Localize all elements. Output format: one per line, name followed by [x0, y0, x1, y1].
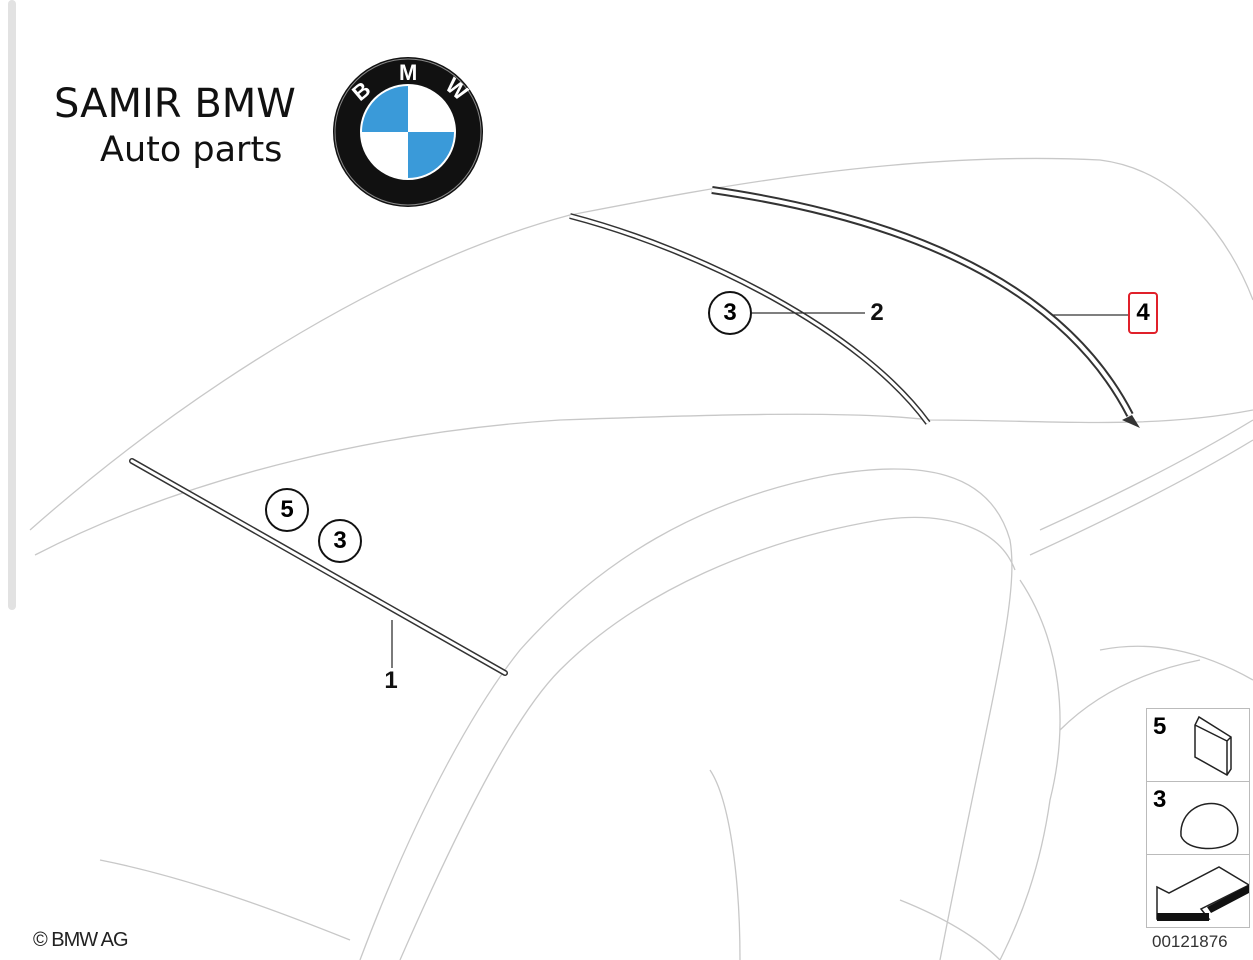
- brand-title: SAMIR BMW Auto parts: [54, 80, 296, 172]
- arrow-icon: [1156, 866, 1249, 921]
- callout-circled-3-bottom[interactable]: 3: [318, 519, 362, 563]
- legend-item-5: 5: [1147, 709, 1249, 782]
- legend-number: 3: [1153, 786, 1167, 813]
- adhesive-pad-icon: [1194, 715, 1232, 776]
- legend-box: 5 3: [1146, 708, 1250, 928]
- door-frame-outline: [359, 468, 1013, 960]
- legend-number: 5: [1153, 713, 1167, 740]
- callout-4-highlighted[interactable]: 4: [1128, 292, 1158, 334]
- roof-outline: [29, 157, 1253, 531]
- bmw-logo: B M W: [333, 57, 483, 207]
- brand-subtitle: Auto parts: [100, 130, 283, 170]
- callout-2[interactable]: 2: [870, 299, 884, 326]
- callout-circled-3-top[interactable]: 3: [708, 291, 752, 335]
- scrollbar[interactable]: [8, 0, 16, 610]
- brand-name: SAMIR BMW: [54, 81, 296, 127]
- legend-item-arrow[interactable]: [1147, 855, 1249, 928]
- dome-icon: [1180, 802, 1239, 850]
- copyright-text: © BMW AG: [33, 929, 129, 951]
- diagram-code: 00121876: [1152, 932, 1228, 951]
- legend-item-3: 3: [1147, 782, 1249, 855]
- svg-text:M: M: [399, 60, 417, 85]
- callout-1[interactable]: 1: [384, 667, 398, 694]
- part-4-strip: [711, 186, 1134, 417]
- callout-circled-5[interactable]: 5: [265, 488, 309, 532]
